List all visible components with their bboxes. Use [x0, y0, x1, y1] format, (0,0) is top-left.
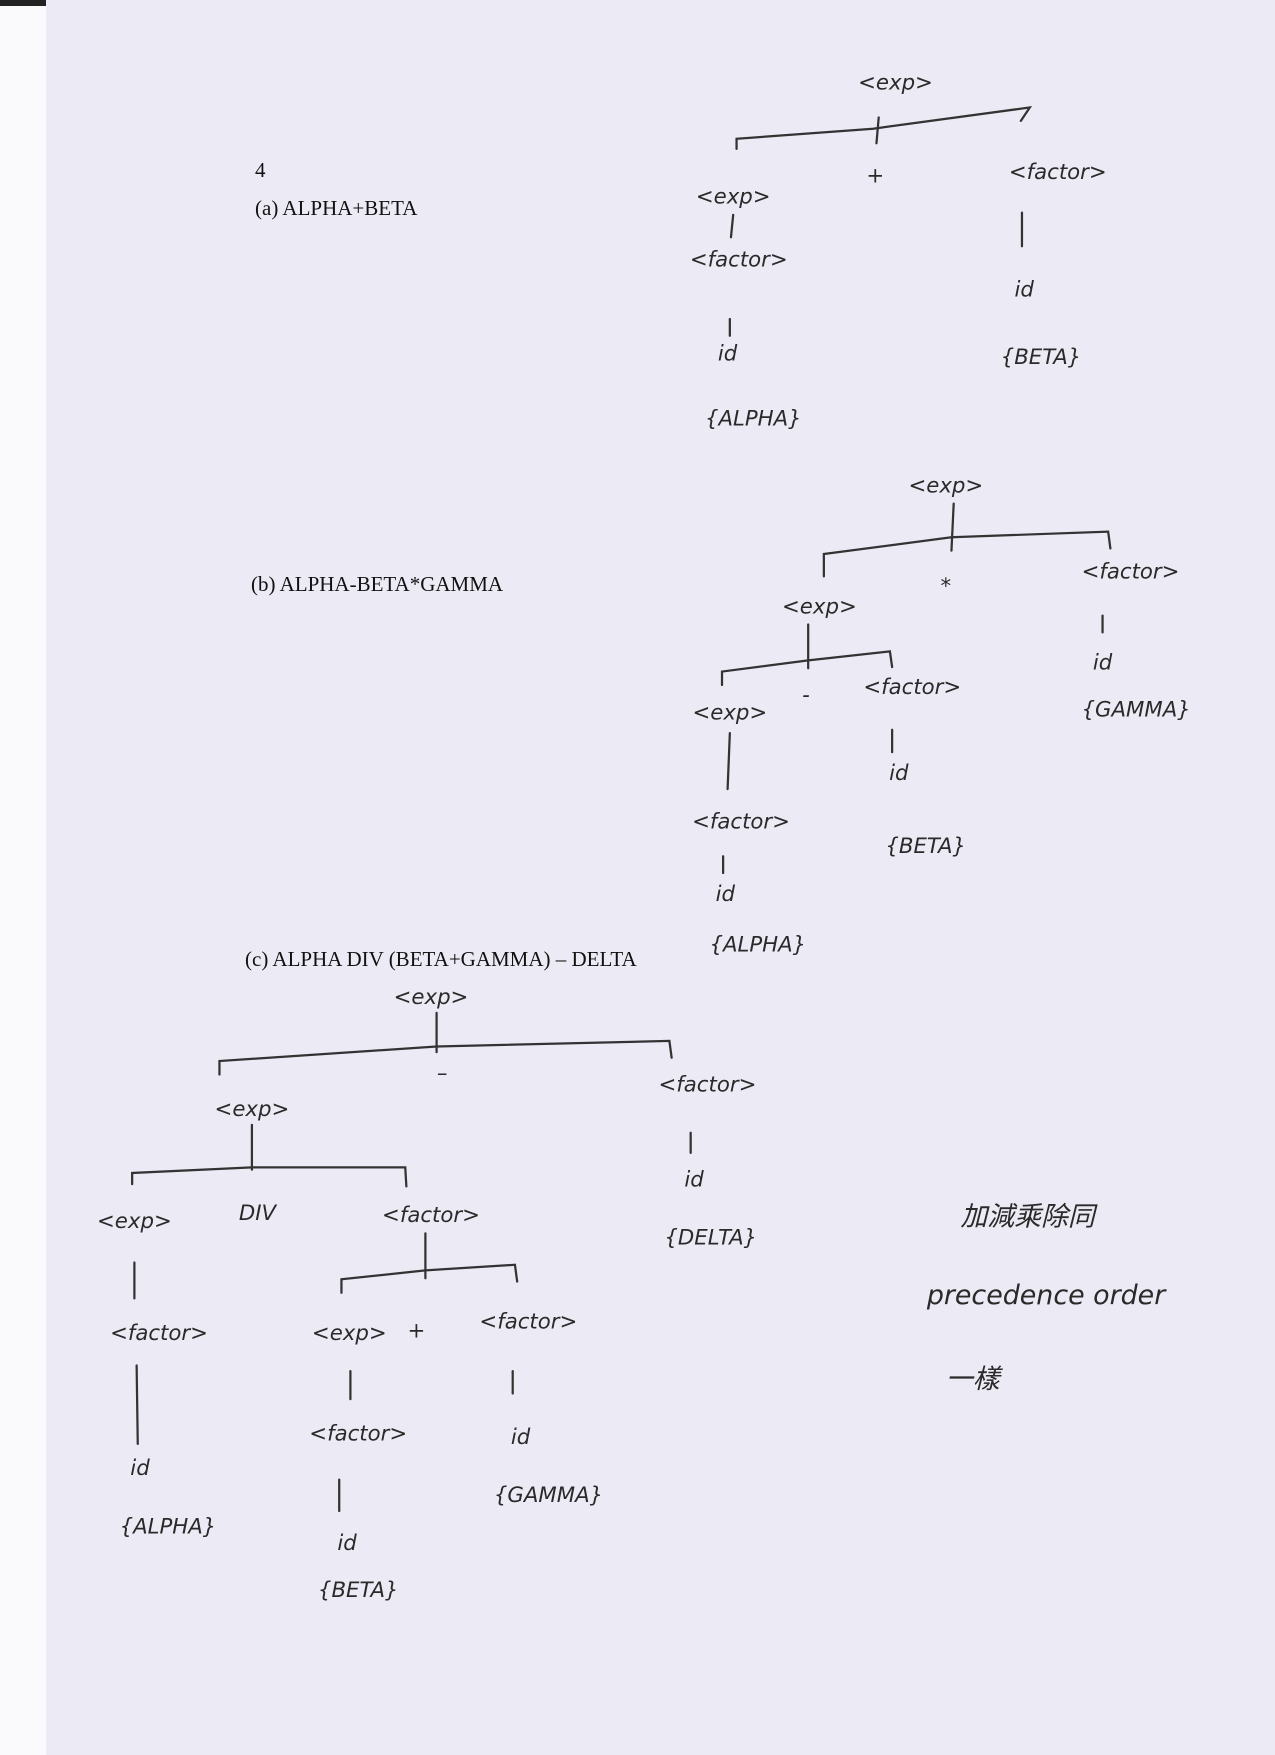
node: <exp>: [394, 985, 469, 1010]
part-c-label: (c) ALPHA DIV (BETA+GAMMA) – DELTA: [245, 947, 637, 971]
node: DIV: [239, 1201, 278, 1226]
node: {BETA}: [885, 834, 966, 859]
node: {BETA}: [1001, 345, 1082, 370]
node: <exp>: [215, 1097, 290, 1122]
node: id: [889, 761, 909, 786]
node: *: [941, 574, 952, 599]
node: <exp>: [696, 185, 771, 210]
node: id: [718, 341, 738, 366]
scan-margin: [0, 0, 46, 1755]
node: id: [337, 1531, 357, 1556]
node: <exp>: [908, 473, 983, 498]
note-line-1: 加減乘除同: [960, 1202, 1097, 1233]
parse-tree-b: <exp> <exp> * <factor> id {GAMMA} <exp> …: [692, 473, 1191, 957]
node: <exp>: [858, 71, 933, 96]
node: <factor>: [479, 1310, 577, 1335]
node: +: [408, 1319, 426, 1344]
parse-tree-a: <exp> <exp> + <factor> <factor> id {ALPH…: [690, 71, 1107, 432]
node: id: [1015, 278, 1035, 303]
node: <factor>: [863, 675, 961, 700]
node: <factor>: [309, 1421, 407, 1446]
node: <factor>: [659, 1072, 757, 1097]
node: <factor>: [110, 1321, 208, 1346]
node: <factor>: [1082, 560, 1180, 585]
node: {ALPHA}: [120, 1514, 217, 1539]
node: {DELTA}: [664, 1226, 757, 1251]
note-line-2: precedence order: [926, 1280, 1167, 1311]
node: <exp>: [312, 1321, 387, 1346]
node: {GAMMA}: [494, 1483, 603, 1508]
node: <factor>: [692, 809, 790, 834]
part-b-label: (b) ALPHA-BETA*GAMMA: [251, 572, 504, 596]
node: id: [716, 882, 736, 907]
node: <factor>: [690, 247, 788, 272]
node: {ALPHA}: [705, 406, 802, 431]
node: id: [1093, 650, 1113, 675]
node: <factor>: [1009, 160, 1107, 185]
node: {BETA}: [318, 1578, 399, 1603]
node: id: [130, 1456, 150, 1481]
parse-tree-c: <exp> <exp> – <factor> id {DELTA} <exp> …: [97, 985, 757, 1603]
handwritten-note: 加減乘除同 precedence order 一樣: [926, 1202, 1167, 1395]
part-a-label: (a) ALPHA+BETA: [255, 196, 418, 220]
node: <exp>: [97, 1209, 172, 1234]
node: {ALPHA}: [709, 932, 806, 957]
node: <exp>: [782, 594, 857, 619]
node: +: [866, 163, 884, 188]
node: {GAMMA}: [1082, 697, 1191, 722]
problem-number: 4: [255, 158, 266, 182]
node: <exp>: [692, 701, 767, 726]
paper-sheet: [46, 0, 1275, 1755]
node: id: [684, 1167, 704, 1192]
node: –: [437, 1061, 448, 1086]
node: id: [511, 1425, 531, 1450]
scan-artifact: [0, 0, 48, 6]
node: -: [802, 683, 810, 708]
note-line-3: 一樣: [946, 1364, 1004, 1395]
node: <factor>: [382, 1203, 480, 1228]
